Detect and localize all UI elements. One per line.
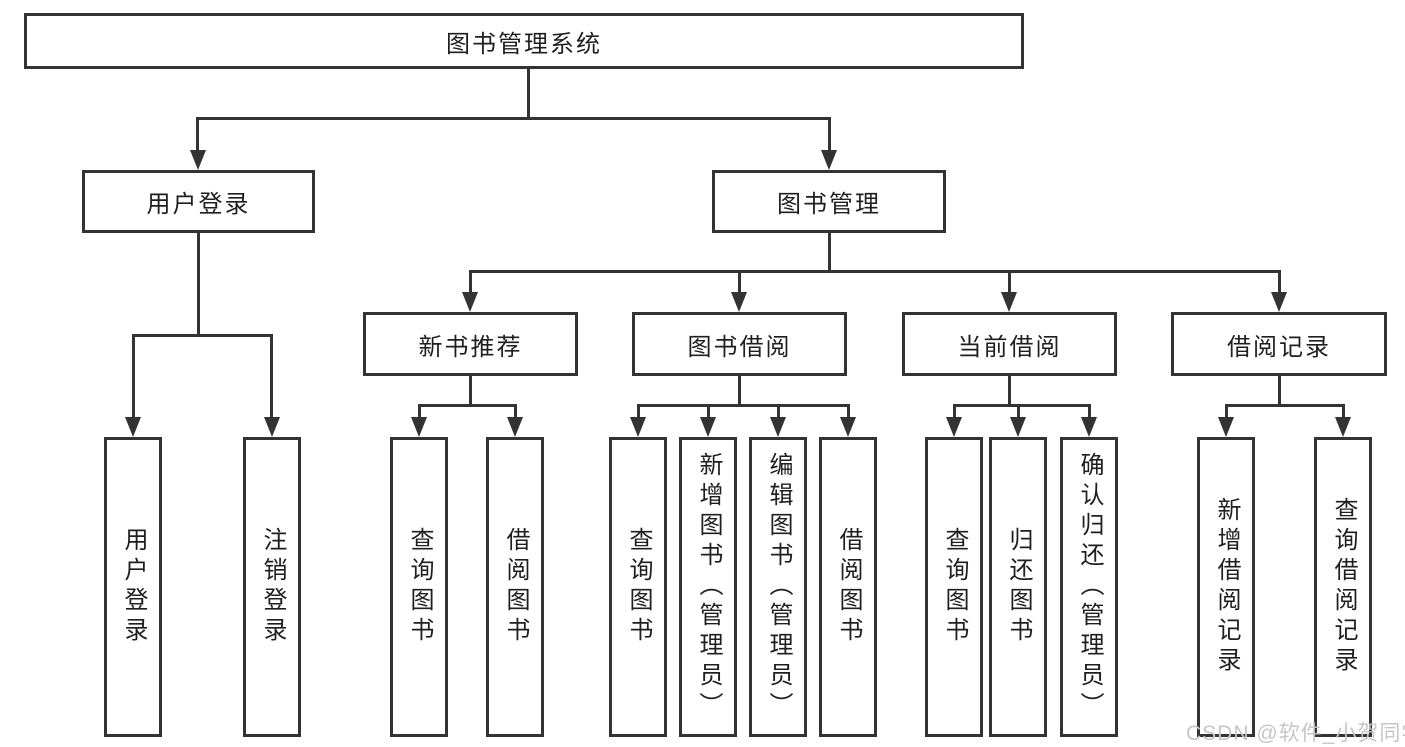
- leaf-logout: 注销登录: [243, 437, 301, 737]
- arrow-down-icon: [1001, 292, 1017, 312]
- arrow-down-icon: [507, 417, 523, 437]
- node-current-borrowing: 当前借阅: [902, 312, 1117, 376]
- leaf-return-book: 归还图书: [989, 437, 1047, 737]
- node-library-system: 图书管理系统: [24, 13, 1024, 69]
- arrow-down-icon: [821, 150, 837, 170]
- connector-drop-leaf: [1342, 404, 1345, 418]
- connector-book-mgmt-stem: [828, 233, 831, 273]
- arrow-down-icon: [770, 417, 786, 437]
- connector-drop-leaf: [514, 404, 517, 418]
- node-user-login: 用户登录: [82, 170, 315, 233]
- leaf-borrow-books-2: 借阅图书: [819, 437, 877, 737]
- arrow-down-icon: [731, 292, 747, 312]
- connector-section-stem: [469, 376, 472, 406]
- connector-section-bar: [637, 404, 849, 407]
- arrow-down-icon: [125, 417, 141, 437]
- connector-drop-leaf: [707, 404, 710, 418]
- connector-drop-leaf: [270, 334, 273, 418]
- connector-section-bar: [1225, 404, 1344, 407]
- arrow-down-icon: [190, 150, 206, 170]
- connector-drop-leaf: [847, 404, 850, 418]
- arrow-down-icon: [411, 417, 427, 437]
- arrow-down-icon: [1335, 417, 1351, 437]
- arrow-down-icon: [1081, 417, 1097, 437]
- connector-user-login-bar: [132, 334, 272, 337]
- arrow-down-icon: [630, 417, 646, 437]
- connector-drop-leaf: [637, 404, 640, 418]
- connector-drop-section: [738, 270, 741, 294]
- leaf-query-borrow-record: 查询借阅记录: [1314, 437, 1372, 737]
- leaf-user-login: 用户登录: [104, 437, 162, 737]
- connector-drop-leaf: [1088, 404, 1091, 418]
- connector-section-stem: [738, 376, 741, 406]
- connector-section-stem: [1278, 376, 1281, 406]
- arrow-down-icon: [1218, 417, 1234, 437]
- arrow-down-icon: [1010, 417, 1026, 437]
- leaf-add-borrow-record: 新增借阅记录: [1197, 437, 1255, 737]
- watermark-csdn: CSDN @软件_小贺同学: [1186, 722, 1405, 745]
- connector-drop-leaf: [1017, 404, 1020, 418]
- node-borrow-records: 借阅记录: [1171, 312, 1387, 376]
- connector-drop-leaf: [777, 404, 780, 418]
- connector-drop-user-login: [196, 117, 199, 151]
- connector-root-stem: [527, 69, 530, 118]
- node-new-book-recommend: 新书推荐: [363, 312, 578, 376]
- leaf-borrow-books-1: 借阅图书: [486, 437, 544, 737]
- leaf-query-books-1: 查询图书: [390, 437, 448, 737]
- connector-drop-section: [469, 270, 472, 294]
- connector-drop-leaf: [1225, 404, 1228, 418]
- leaf-edit-book-admin: 编辑图书（管理员）: [749, 437, 807, 737]
- connector-drop-section: [1278, 270, 1281, 294]
- connector-root-bar: [197, 117, 831, 120]
- arrow-down-icon: [700, 417, 716, 437]
- leaf-query-books-2: 查询图书: [609, 437, 667, 737]
- leaf-add-book-admin: 新增图书（管理员）: [679, 437, 737, 737]
- connector-drop-leaf: [132, 334, 135, 418]
- connector-drop-leaf: [418, 404, 421, 418]
- connector-drop-book-mgmt: [828, 117, 831, 151]
- arrow-down-icon: [946, 417, 962, 437]
- leaf-confirm-return-admin: 确认归还（管理员）: [1060, 437, 1118, 737]
- node-book-borrowing: 图书借阅: [632, 312, 847, 376]
- connector-book-mgmt-bar: [469, 270, 1281, 273]
- leaf-query-books-3: 查询图书: [925, 437, 983, 737]
- node-book-management: 图书管理: [712, 170, 946, 233]
- connector-section-bar: [418, 404, 516, 407]
- arrow-down-icon: [1271, 292, 1287, 312]
- arrow-down-icon: [462, 292, 478, 312]
- arrow-down-icon: [264, 417, 280, 437]
- connector-drop-leaf: [953, 404, 956, 418]
- arrow-down-icon: [840, 417, 856, 437]
- connector-drop-section: [1008, 270, 1011, 294]
- connector-section-stem: [1008, 376, 1011, 406]
- connector-user-login-stem: [197, 233, 200, 336]
- connector-section-bar: [953, 404, 1090, 407]
